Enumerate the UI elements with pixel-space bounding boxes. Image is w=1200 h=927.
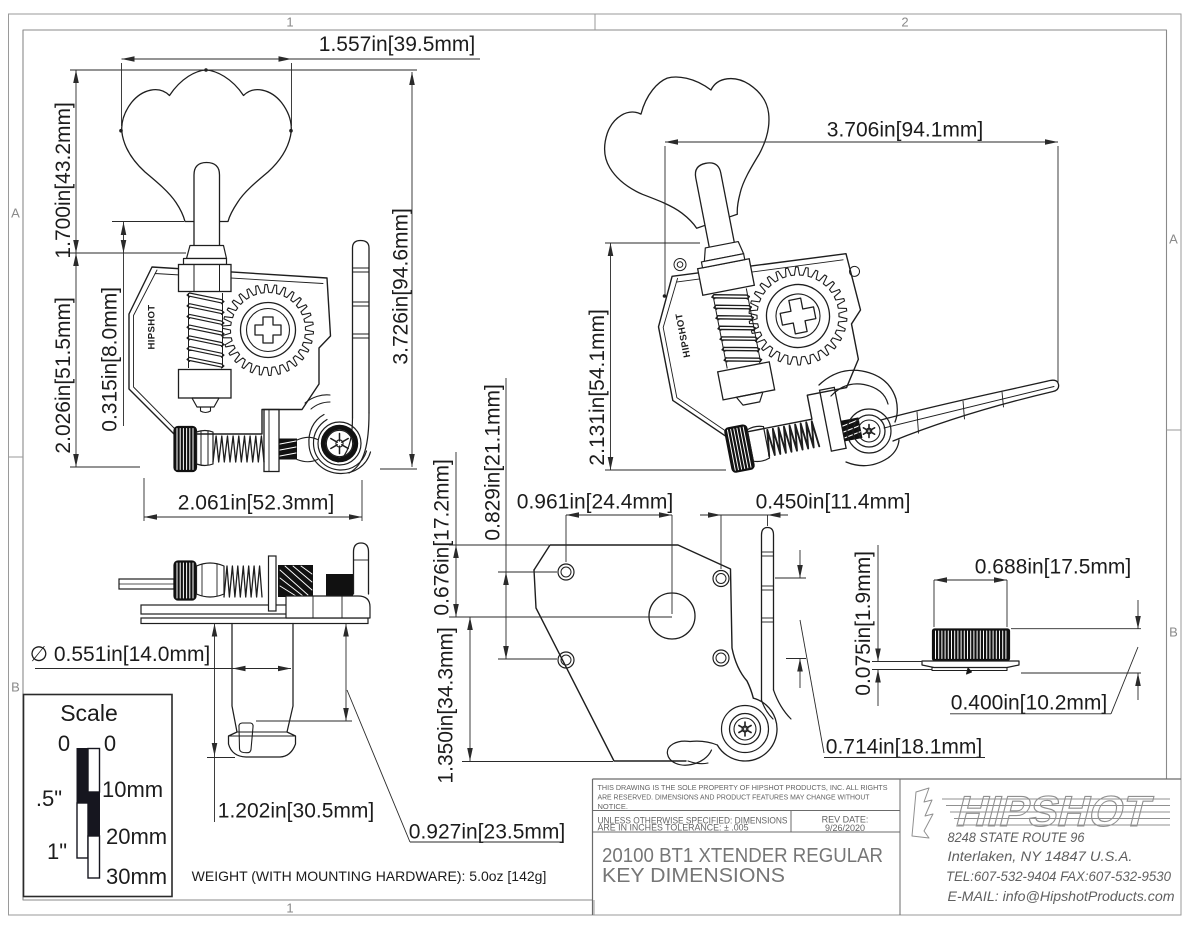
svg-text:E-MAIL: info@HipshotProducts.c: E-MAIL: info@HipshotProducts.com [948,888,1175,904]
svg-text:0.961in[24.4mm]: 0.961in[24.4mm] [517,490,673,513]
svg-text:2.131in[54.1mm]: 2.131in[54.1mm] [586,309,609,465]
svg-text:HIPSHOT: HIPSHOT [147,304,158,349]
svg-text:B: B [11,680,20,695]
svg-text:8248 STATE ROUTE 96: 8248 STATE ROUTE 96 [948,829,1085,845]
svg-text:1.350in[34.3mm]: 1.350in[34.3mm] [435,627,458,783]
svg-text:1.202in[30.5mm]: 1.202in[30.5mm] [218,799,374,822]
svg-text:WEIGHT (WITH MOUNTING HARDWARE: WEIGHT (WITH MOUNTING HARDWARE): 5.0oz [… [192,868,547,884]
svg-text:0.676in[17.2mm]: 0.676in[17.2mm] [431,459,454,615]
svg-text:2.026in[51.5mm]: 2.026in[51.5mm] [52,297,75,453]
svg-text:20100 BT1 XTENDER REGULAR: 20100 BT1 XTENDER REGULAR [602,845,883,867]
svg-text:2.061in[52.3mm]: 2.061in[52.3mm] [178,491,334,514]
svg-text:3.726in[94.6mm]: 3.726in[94.6mm] [390,208,413,364]
svg-text:0: 0 [58,731,70,756]
svg-text:1": 1" [47,839,67,864]
svg-text:0.927in[23.5mm]: 0.927in[23.5mm] [409,820,565,843]
svg-text:20mm: 20mm [106,824,167,849]
svg-text:0.829in[21.1mm]: 0.829in[21.1mm] [482,384,505,540]
svg-text:0.714in[18.1mm]: 0.714in[18.1mm] [826,735,982,758]
svg-text:3.706in[94.1mm]: 3.706in[94.1mm] [827,118,983,141]
svg-text:A: A [11,206,20,221]
svg-text:THIS DRAWING IS THE SOLE PROPE: THIS DRAWING IS THE SOLE PROPERTY OF HIP… [598,783,888,792]
svg-text:.5": .5" [36,786,62,811]
svg-text:ARE IN INCHES TOLERANCE: ± .00: ARE IN INCHES TOLERANCE: ± .005 [598,823,749,833]
svg-text:0.075in[1.9mm]: 0.075in[1.9mm] [852,551,875,696]
svg-text:1: 1 [286,15,293,30]
svg-text:0.450in[11.4mm]: 0.450in[11.4mm] [756,490,911,513]
svg-text:0.400in[10.2mm]: 0.400in[10.2mm] [951,691,1107,714]
svg-text:ARE RESERVED. DIMENSIONS AND P: ARE RESERVED. DIMENSIONS AND PRODUCT FEA… [598,793,870,802]
svg-text:∅ 0.551in[14.0mm]: ∅ 0.551in[14.0mm] [30,643,211,666]
svg-text:1: 1 [286,901,293,916]
svg-text:1.557in[39.5mm]: 1.557in[39.5mm] [319,33,475,56]
svg-text:TEL:607-532-9404 FAX:607-532-9: TEL:607-532-9404 FAX:607-532-9530 [946,868,1171,884]
svg-text:2: 2 [901,15,908,30]
svg-text:0.688in[17.5mm]: 0.688in[17.5mm] [975,555,1131,578]
svg-text:Interlaken, NY 14847 U.S.A.: Interlaken, NY 14847 U.S.A. [948,848,1133,864]
svg-text:30mm: 30mm [106,864,167,889]
svg-text:9/26/2020: 9/26/2020 [825,823,865,833]
svg-text:0: 0 [104,731,116,756]
svg-text:0.315in[8.0mm]: 0.315in[8.0mm] [99,287,122,432]
svg-text:B: B [1169,625,1178,640]
svg-text:REV DATE:: REV DATE: [822,815,869,825]
svg-text:KEY DIMENSIONS: KEY DIMENSIONS [602,865,785,887]
svg-text:NOTICE.: NOTICE. [598,802,628,811]
svg-text:1.700in[43.2mm]: 1.700in[43.2mm] [52,102,75,258]
svg-text:A: A [1169,232,1178,247]
svg-text:Scale: Scale [60,700,118,726]
svg-text:UNLESS OTHERWISE SPECIFIED: DI: UNLESS OTHERWISE SPECIFIED: DIMENSIONS [598,816,788,826]
svg-text:10mm: 10mm [102,777,163,802]
